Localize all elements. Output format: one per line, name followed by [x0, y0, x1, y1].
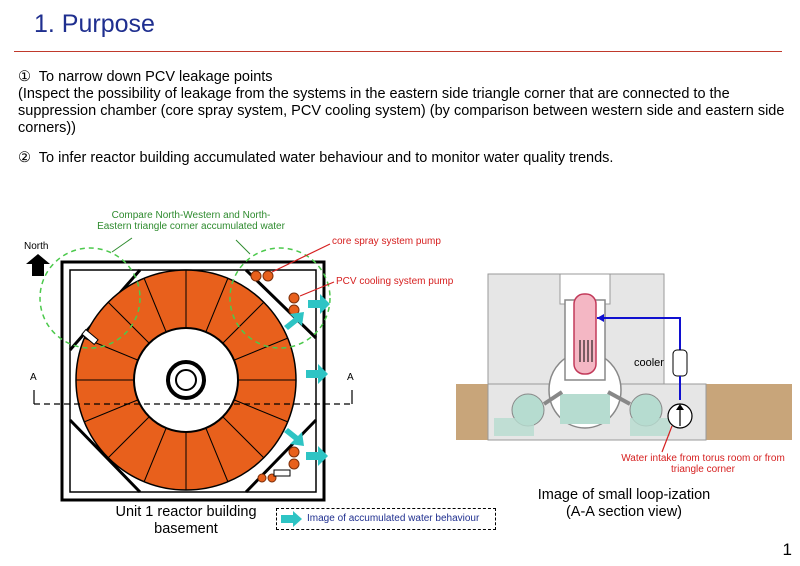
left-diagram-caption: Unit 1 reactor building basement — [115, 504, 257, 537]
core-spray-leader — [271, 243, 331, 273]
title-divider — [14, 51, 782, 52]
section-marker-left: A — [30, 372, 37, 383]
sw-corner-wall — [68, 418, 142, 494]
item-marker-2: ② — [18, 150, 31, 166]
torus-segments — [76, 270, 296, 490]
right-diagram-caption: Image of small loop-ization (A-A section… — [537, 487, 711, 520]
se-corner-wall — [244, 418, 318, 494]
legend-arrow-icon — [281, 511, 302, 527]
compare-corners-label: Compare North-Western and North- Eastern… — [97, 210, 285, 232]
cooler-unit — [672, 349, 688, 377]
page-title: 1. Purpose — [34, 10, 155, 38]
basement-water-right — [630, 418, 670, 436]
drywell-water — [560, 394, 610, 424]
reactor-vessel — [573, 293, 597, 375]
fuel-rods — [579, 340, 593, 362]
item-text-2: To infer reactor building accumulated wa… — [38, 150, 614, 166]
core-spray-pump-label: core spray system pump — [332, 236, 441, 247]
purpose-item-2: ② To infer reactor building accumulated … — [18, 150, 788, 167]
pcv-cooling-leader — [299, 281, 335, 297]
pcv-cooling-pump-label: PCV cooling system pump — [336, 276, 454, 287]
basement-water-left — [494, 418, 534, 436]
se-pipe — [273, 469, 291, 477]
legend-label: Image of accumulated water behaviour — [307, 513, 480, 524]
item-detail-1: (Inspect the possibility of leakage from… — [18, 86, 785, 136]
item-heading-1: To narrow down PCV leakage points — [38, 69, 273, 85]
ground-fade — [456, 440, 792, 480]
water-behaviour-legend: Image of accumulated water behaviour — [276, 508, 496, 530]
item-marker-1: ① — [18, 69, 31, 85]
se-pumps — [288, 446, 300, 470]
ne-corner-wall — [244, 268, 318, 340]
loop-return-line — [597, 317, 681, 350]
nw-pipe — [81, 328, 99, 346]
north-label: North — [24, 241, 49, 252]
intake-leader — [661, 425, 673, 453]
pcv-cooling-pumps — [288, 292, 300, 316]
cooler-label: cooler — [634, 357, 664, 369]
ne-corner-highlight — [229, 247, 331, 349]
pedestal-center — [175, 369, 197, 391]
water-intake-label: Water intake from torus room or from tri… — [621, 453, 785, 475]
loop-return-arrowhead — [597, 314, 604, 322]
purpose-item-1: ① To narrow down PCV leakage points (Ins… — [18, 69, 788, 137]
page-number: 1 — [782, 540, 792, 559]
vent-left — [542, 390, 564, 406]
nw-corner-highlight — [39, 247, 141, 349]
south-pumps — [257, 473, 277, 483]
north-arrow-icon — [26, 254, 50, 276]
section-marker-right: A — [347, 372, 354, 383]
water-behaviour-arrows — [284, 294, 330, 466]
compare-leader-right — [235, 239, 251, 255]
pump-arrow-head — [676, 404, 684, 410]
vent-right — [607, 390, 631, 406]
compare-leader-left — [111, 237, 133, 253]
core-spray-pumps — [250, 270, 274, 282]
